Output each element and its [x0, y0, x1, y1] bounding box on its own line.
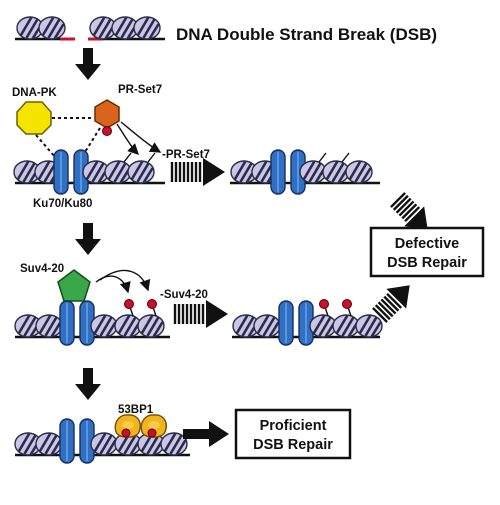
nucleosome-icon	[252, 313, 282, 339]
down-arrow	[75, 368, 101, 400]
methyl-mark-icon	[123, 298, 135, 317]
dna-pk-label: DNA-PK	[12, 87, 57, 99]
suv4-20-label: Suv4-20	[20, 263, 64, 275]
dna-pk-octagon-icon	[16, 101, 52, 135]
pr-set7-hexagon-icon	[94, 99, 120, 129]
nucleosome-icon	[126, 159, 156, 185]
methyl-mark-icon	[146, 298, 158, 317]
chromatin-row-h4k20me1	[13, 298, 170, 346]
pr-set7-label: PR-Set7	[118, 84, 162, 96]
hashed-arrow-to-defective	[372, 285, 410, 323]
hashed-arrow-right	[173, 300, 228, 328]
nucleosome-icon	[113, 313, 143, 339]
broken-dna-strand	[15, 15, 165, 41]
ku-heterodimer-icon	[278, 300, 314, 346]
nucleosome-icon	[344, 159, 374, 185]
hashed-arrow-to-defective	[390, 192, 428, 230]
arrow-to-proficient	[183, 421, 229, 447]
proficient-repair-box	[234, 408, 352, 460]
hashed-arrow-right	[170, 158, 225, 186]
methylation-arrow	[99, 269, 151, 292]
methylation-arrow	[120, 121, 162, 153]
proficient-line1: Proficient	[260, 418, 327, 434]
ku-heterodimer-icon	[59, 300, 95, 346]
nucleosome-icon	[354, 313, 384, 339]
minus-pr-set7-label: -PR-Set7	[162, 149, 210, 161]
nucleosome-icon	[89, 313, 119, 339]
53bp1-label: 53BP1	[118, 404, 154, 416]
ku-label: Ku70/Ku80	[33, 198, 92, 210]
proficient-line2: DSB Repair	[253, 437, 333, 453]
defective-line2: DSB Repair	[387, 255, 467, 271]
nucleosome-icon	[103, 159, 133, 185]
methylation-arrow	[116, 123, 139, 155]
methyl-mark-icon	[341, 298, 353, 317]
minus-suv4-20-label: -Suv4-20	[160, 289, 208, 301]
chromatin-row-ku-bound	[12, 149, 165, 195]
nucleosome-icon	[34, 313, 64, 339]
methyl-mark-icon	[318, 298, 330, 317]
down-arrow	[75, 48, 101, 80]
chromatin-row-no-suv4-20	[231, 298, 384, 346]
nucleosome-icon	[132, 15, 162, 41]
nucleosome-icon	[331, 313, 361, 339]
ku-heterodimer-icon	[59, 418, 95, 464]
nucleosome-icon	[34, 431, 64, 457]
defective-line1: Defective	[395, 236, 459, 252]
nucleosome-icon	[136, 313, 166, 339]
nucleosome-icon	[37, 15, 67, 41]
down-arrow	[75, 223, 101, 255]
methyl-mark-icon	[102, 126, 112, 136]
chromatin-row-53bp1-bound	[13, 414, 190, 464]
chromatin-row-no-pr-set7	[229, 149, 380, 195]
methylation-arrow	[95, 275, 131, 294]
nucleosome-icon	[321, 159, 351, 185]
diagram-title: DNA Double Strand Break (DSB)	[176, 25, 437, 44]
suv4-20-pentagon-icon	[57, 269, 91, 302]
nucleosome-icon	[89, 431, 119, 457]
defective-repair-box	[369, 226, 485, 278]
nucleosome-icon	[298, 159, 328, 185]
nucleosome-icon	[308, 313, 338, 339]
